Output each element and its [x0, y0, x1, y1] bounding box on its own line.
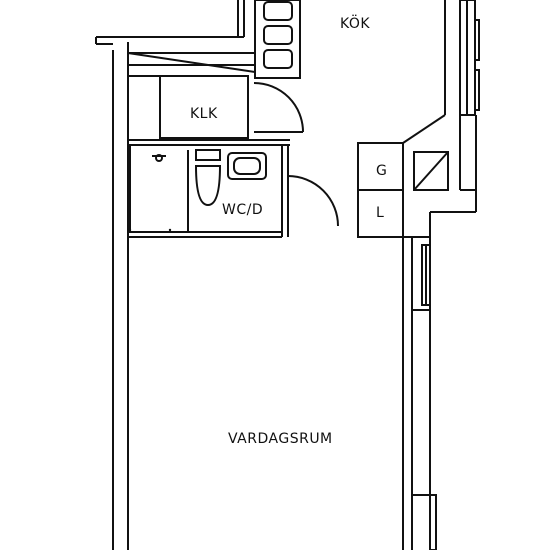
room-label-kok: KÖK: [340, 16, 371, 32]
room-label-vardagsrum: VARDAGSRUM: [228, 431, 333, 447]
klk-door-arc: [253, 82, 304, 133]
toilet-tank: [195, 149, 221, 161]
stove-burner-top: [263, 1, 293, 21]
klk-closet: [159, 75, 249, 139]
room-label-klk: KLK: [190, 106, 218, 122]
room-label-l: L: [376, 205, 385, 221]
ventilation-shaft: [413, 151, 449, 191]
toilet-bowl: [194, 165, 222, 207]
stove-burner-mid: [263, 25, 293, 45]
bathroom-door-arc: [287, 175, 339, 227]
sink: [227, 152, 267, 180]
room-label-wc: WC/D: [222, 202, 264, 218]
stove-burner-low: [263, 49, 293, 69]
stove-unit: [254, 0, 301, 79]
shower-icon: [155, 154, 163, 162]
room-label-g: G: [376, 163, 388, 179]
bathroom: [129, 144, 283, 233]
